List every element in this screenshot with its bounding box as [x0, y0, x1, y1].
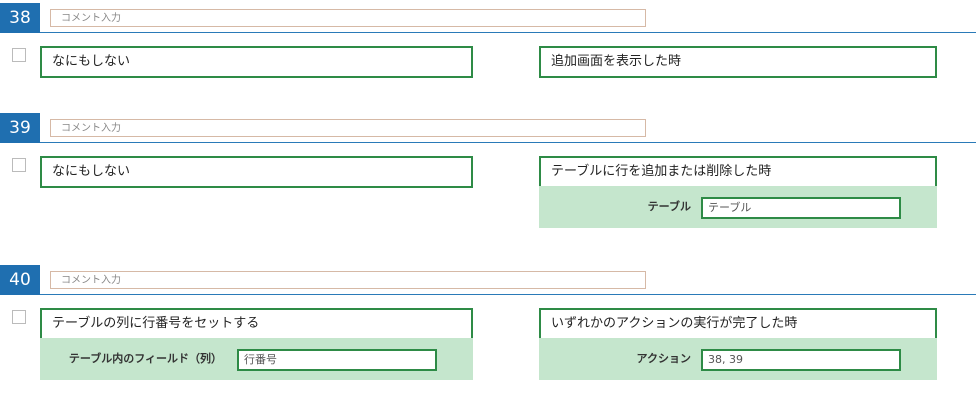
- rule-40: 40 テーブルの列に行番号をセットする いずれかのアクションの実行が完了した時 …: [0, 265, 976, 385]
- param-label-action: アクション: [636, 352, 691, 365]
- param-input-table-field[interactable]: 行番号: [237, 349, 437, 371]
- comment-input[interactable]: [50, 271, 646, 289]
- rule-number-badge: 39: [0, 113, 40, 143]
- param-input-table[interactable]: テーブル: [701, 197, 901, 219]
- rule-number-badge: 40: [0, 265, 40, 295]
- param-input-action[interactable]: 38, 39: [701, 349, 901, 371]
- trigger-param-panel: アクション 38, 39: [539, 338, 937, 380]
- rule-38: 38 なにもしない 追加画面を表示した時: [0, 3, 976, 83]
- rule-header-divider: [40, 142, 976, 143]
- action-select[interactable]: なにもしない: [40, 156, 473, 188]
- rule-select-checkbox[interactable]: [12, 158, 26, 172]
- rule-header-divider: [40, 294, 976, 295]
- rule-select-checkbox[interactable]: [12, 310, 26, 324]
- comment-input[interactable]: [50, 119, 646, 137]
- rule-select-checkbox[interactable]: [12, 48, 26, 62]
- trigger-select[interactable]: いずれかのアクションの実行が完了した時: [539, 308, 937, 340]
- comment-input[interactable]: [50, 9, 646, 27]
- rule-39: 39 なにもしない テーブルに行を追加または削除した時 テーブル テーブル: [0, 113, 976, 233]
- rule-header-divider: [40, 32, 976, 33]
- param-label-table: テーブル: [647, 200, 691, 213]
- action-select[interactable]: なにもしない: [40, 46, 473, 78]
- action-param-panel: テーブル内のフィールド（列） 行番号: [40, 338, 473, 380]
- action-select[interactable]: テーブルの列に行番号をセットする: [40, 308, 473, 340]
- trigger-select[interactable]: 追加画面を表示した時: [539, 46, 937, 78]
- rule-number-badge: 38: [0, 3, 40, 33]
- trigger-param-panel: テーブル テーブル: [539, 186, 937, 228]
- trigger-select[interactable]: テーブルに行を追加または削除した時: [539, 156, 937, 188]
- param-label-table-field: テーブル内のフィールド（列）: [68, 352, 222, 365]
